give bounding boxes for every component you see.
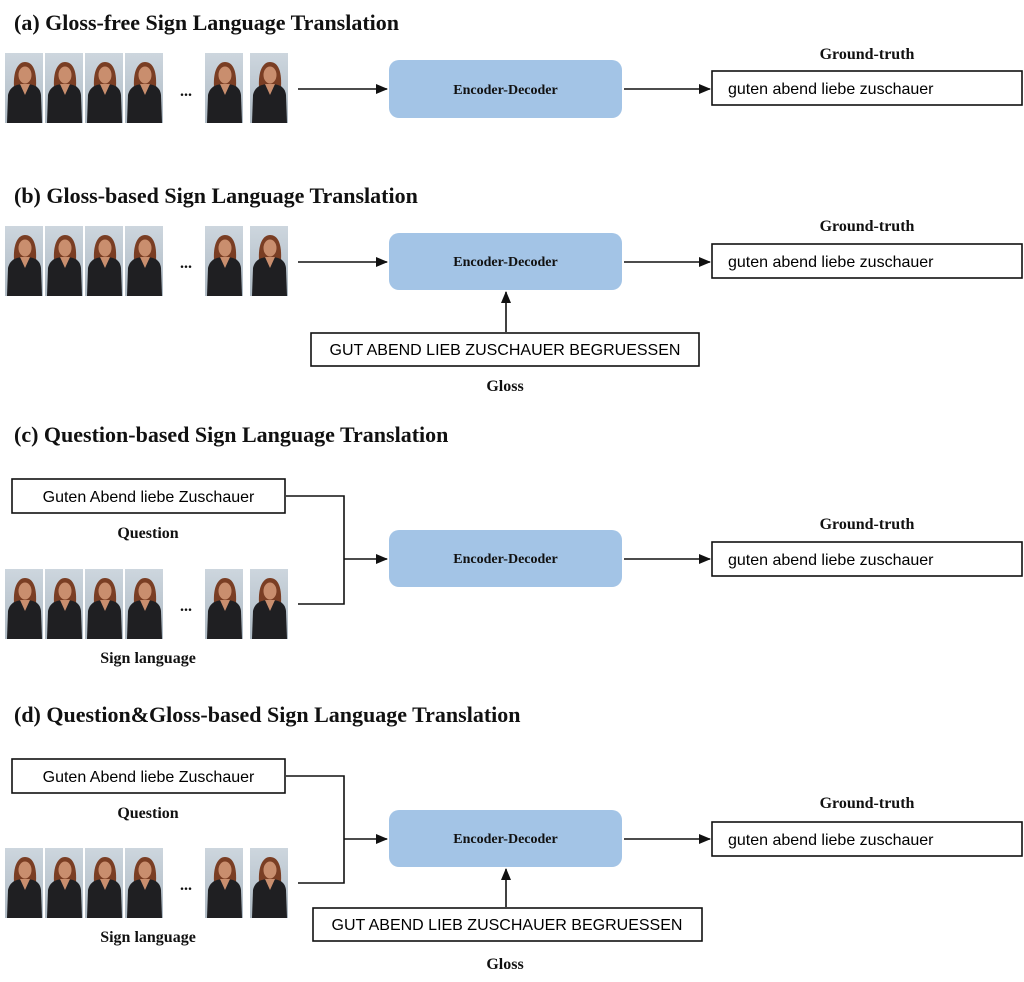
video-frame	[250, 848, 288, 918]
output-text: guten abend liebe zuschauer	[728, 81, 934, 98]
video-frame	[205, 569, 243, 639]
ground-truth-label: Ground-truth	[820, 516, 915, 533]
output-text-box	[711, 541, 1023, 577]
question-text-box	[11, 758, 286, 794]
merge-connector	[286, 775, 345, 884]
sign-video-frames: ...	[5, 848, 288, 918]
encoder-decoder-label: Encoder-Decoder	[453, 83, 557, 98]
gloss-text: GUT ABEND LIEB ZUSCHAUER BEGRUESSEN	[330, 342, 681, 359]
encoder-decoder-label: Encoder-Decoder	[453, 832, 557, 847]
video-frame	[5, 569, 43, 639]
gloss-text-box	[310, 332, 700, 367]
sign-video-frames: ...	[5, 53, 288, 123]
video-frame	[5, 53, 43, 123]
video-frame	[205, 53, 243, 123]
frames-ellipsis: ...	[180, 598, 192, 615]
output-text-box	[711, 821, 1023, 857]
video-frame	[205, 848, 243, 918]
panel-a: (a) Gloss-free Sign Language Translation…	[5, 10, 1023, 123]
video-frame	[5, 848, 43, 918]
question-text: Guten Abend liebe Zuschauer	[43, 769, 255, 786]
gloss-text-box	[312, 907, 703, 942]
video-frame	[5, 226, 43, 296]
gloss-text: GUT ABEND LIEB ZUSCHAUER BEGRUESSEN	[332, 917, 683, 934]
gloss-label: Gloss	[486, 956, 523, 973]
output-text-box	[711, 70, 1023, 106]
encoder-decoder-box	[389, 60, 622, 118]
video-frame	[250, 226, 288, 296]
ground-truth-label: Ground-truth	[820, 218, 915, 235]
frames-ellipsis: ...	[180, 255, 192, 272]
question-text-box	[11, 478, 286, 514]
video-frame	[125, 226, 163, 296]
video-frame	[85, 848, 123, 918]
panel-d-title: (d) Question&Gloss-based Sign Language T…	[14, 702, 521, 727]
encoder-decoder-box	[389, 530, 622, 587]
output-text-box	[711, 243, 1023, 279]
panel-c-title: (c) Question-based Sign Language Transla…	[14, 422, 448, 447]
merge-connector	[286, 495, 345, 605]
video-frame	[85, 53, 123, 123]
panel-c: (c) Question-based Sign Language Transla…	[5, 422, 1023, 667]
video-frame	[45, 848, 83, 918]
panel-b-title: (b) Gloss-based Sign Language Translatio…	[14, 183, 418, 208]
frames-ellipsis: ...	[180, 877, 192, 894]
sign-language-label: Sign language	[100, 929, 196, 946]
video-frame	[85, 226, 123, 296]
video-frame	[125, 848, 163, 918]
video-frame	[125, 569, 163, 639]
question-label: Question	[117, 805, 178, 822]
video-frame	[125, 53, 163, 123]
video-frame	[250, 53, 288, 123]
encoder-decoder-label: Encoder-Decoder	[453, 552, 557, 567]
question-label: Question	[117, 525, 178, 542]
video-frame	[45, 226, 83, 296]
question-text: Guten Abend liebe Zuschauer	[43, 489, 255, 506]
ground-truth-label: Ground-truth	[820, 795, 915, 812]
encoder-decoder-box	[389, 810, 622, 867]
video-frame	[250, 569, 288, 639]
sign-video-frames: ...	[5, 226, 288, 296]
video-frame	[205, 226, 243, 296]
panel-a-title: (a) Gloss-free Sign Language Translation	[14, 10, 399, 35]
output-text: guten abend liebe zuschauer	[728, 832, 934, 849]
sign-video-frames: ...	[5, 569, 288, 639]
video-frame	[85, 569, 123, 639]
panel-b: (b) Gloss-based Sign Language Translatio…	[5, 183, 1023, 395]
ground-truth-label: Ground-truth	[820, 46, 915, 63]
video-frame	[45, 569, 83, 639]
gloss-label: Gloss	[486, 378, 523, 395]
panel-d: (d) Question&Gloss-based Sign Language T…	[5, 702, 1023, 973]
video-frame	[45, 53, 83, 123]
sign-language-label: Sign language	[100, 650, 196, 667]
output-text: guten abend liebe zuschauer	[728, 552, 934, 569]
encoder-decoder-box	[389, 233, 622, 290]
frames-ellipsis: ...	[180, 83, 192, 100]
output-text: guten abend liebe zuschauer	[728, 254, 934, 271]
encoder-decoder-label: Encoder-Decoder	[453, 255, 557, 270]
